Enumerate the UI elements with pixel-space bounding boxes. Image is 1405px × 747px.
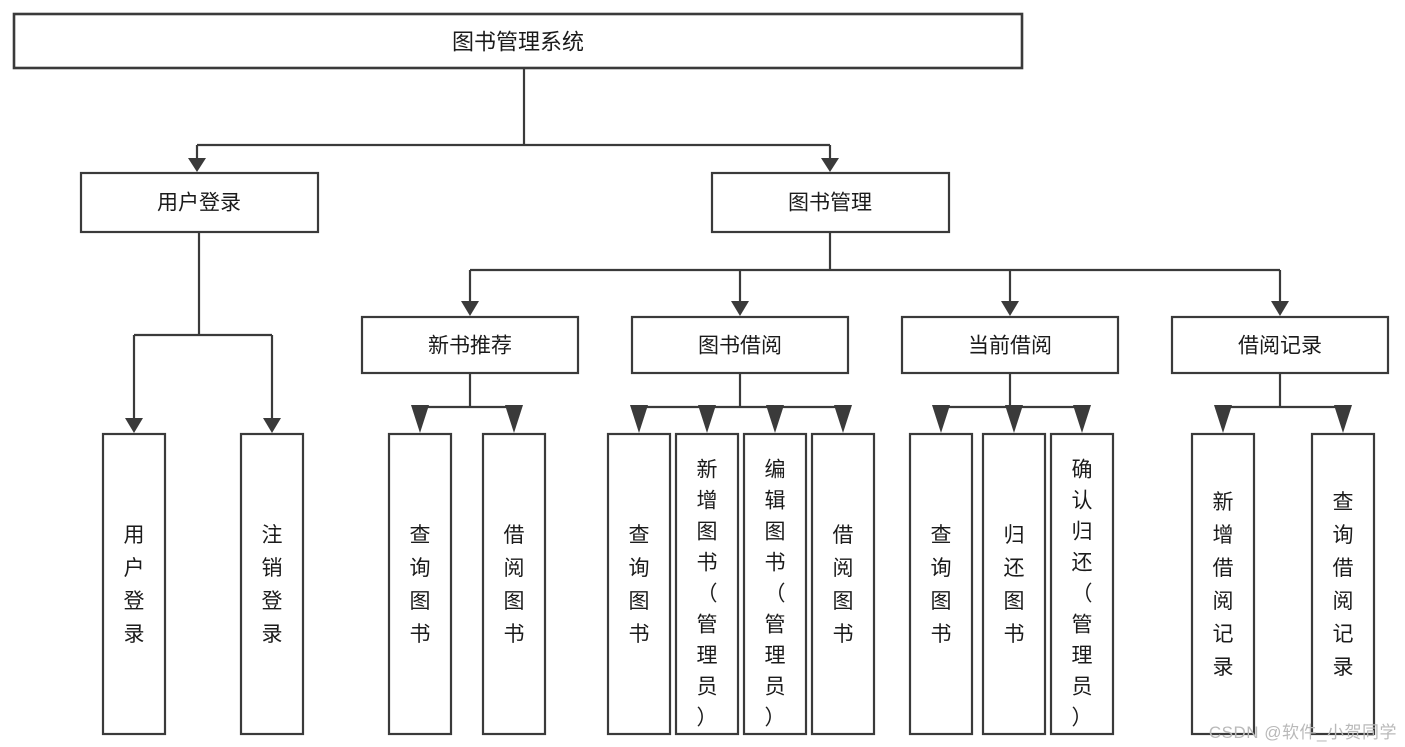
node-current-borrow-box — [900, 315, 1120, 375]
node-leaf-query-book-3-label: 查询图书 — [931, 524, 952, 646]
node-leaf-query-record-label: 查询借阅记录 — [1333, 491, 1354, 679]
arrowhead-current-borrow — [1001, 301, 1019, 316]
arrowhead-leaf-add-book — [698, 405, 716, 433]
node-borrow-record-label: 借阅记录 — [1238, 335, 1322, 358]
node-leaf-borrow-book-2[interactable]: 借阅图书 — [810, 432, 876, 736]
node-new-book-recommend[interactable]: 新书推荐 — [360, 315, 580, 375]
node-leaf-confirm-return-box — [1049, 432, 1115, 736]
node-book-manage-label: 图书管理 — [788, 192, 872, 215]
node-root-box — [12, 12, 1024, 70]
node-leaf-borrow-book-1[interactable]: 借阅图书 — [481, 432, 547, 736]
node-new-book-recommend-box — [360, 315, 580, 375]
node-current-borrow-label: 当前借阅 — [968, 335, 1052, 358]
node-leaf-query-book-1[interactable]: 查询图书 — [387, 432, 453, 736]
node-leaf-borrow-book-2-box — [810, 432, 876, 736]
arrowhead-leaf-borrow-book-1 — [505, 405, 523, 433]
node-leaf-user-logout[interactable]: 注销登录 — [239, 432, 305, 736]
arrowhead-leaf-query-book-2 — [630, 405, 648, 433]
arrowhead-leaf-edit-book — [766, 405, 784, 433]
node-leaf-add-record-box — [1190, 432, 1256, 736]
arrowhead-borrow-record — [1271, 301, 1289, 316]
node-leaf-add-record-label: 新增借阅记录 — [1213, 491, 1234, 679]
node-current-borrow[interactable]: 当前借阅 — [900, 315, 1120, 375]
node-user-login-label: 用户登录 — [157, 192, 241, 215]
node-borrow-record-box — [1170, 315, 1390, 375]
arrowhead-user-login — [188, 158, 206, 172]
node-root-label: 图书管理系统 — [452, 30, 584, 55]
node-book-borrow[interactable]: 图书借阅 — [630, 315, 850, 375]
node-leaf-add-book-box — [674, 432, 740, 736]
node-leaf-return-book-label: 归还图书 — [1004, 524, 1025, 646]
arrowhead-book-manage — [821, 158, 839, 172]
arrowhead-new-book-recommend — [461, 301, 479, 316]
node-new-book-recommend-label: 新书推荐 — [428, 335, 512, 358]
node-leaf-user-logout-label: 注销登录 — [262, 524, 283, 646]
node-user-login-box — [79, 171, 320, 234]
node-leaf-return-book-box — [981, 432, 1047, 736]
node-leaf-user-login-label: 用户登录 — [124, 524, 145, 646]
node-leaf-user-logout-box — [239, 432, 305, 736]
node-leaf-confirm-return[interactable]: 确认归还（管理员） — [1049, 432, 1115, 736]
node-leaf-query-book-2-box — [606, 432, 672, 736]
node-leaf-query-record-box — [1310, 432, 1376, 736]
node-book-borrow-label: 图书借阅 — [698, 335, 782, 358]
arrowhead-leaf-query-record — [1334, 405, 1352, 433]
node-leaf-query-book-2-label: 查询图书 — [629, 524, 650, 646]
arrowhead-leaf-user-logout — [263, 418, 281, 433]
leaf-node-layer: 用户登录 注销登录 查询图书 借阅图书 查询图书 新增图书（管理员） — [101, 432, 1376, 736]
node-book-borrow-box — [630, 315, 850, 375]
arrowhead-leaf-return-book — [1005, 405, 1023, 433]
node-root[interactable]: 图书管理系统 — [12, 12, 1024, 70]
node-leaf-query-record[interactable]: 查询借阅记录 — [1310, 432, 1376, 736]
arrowhead-book-borrow — [731, 301, 749, 316]
arrowhead-leaf-borrow-book-2 — [834, 405, 852, 433]
node-leaf-edit-book-label: 编辑图书（管理员） — [765, 458, 786, 729]
node-leaf-user-login[interactable]: 用户登录 — [101, 432, 167, 736]
connector-layer — [125, 68, 1352, 433]
arrowhead-leaf-confirm-return — [1073, 405, 1091, 433]
arrowhead-leaf-query-book-1 — [411, 405, 429, 433]
node-book-manage-box — [710, 171, 951, 234]
arrowhead-leaf-user-login — [125, 418, 143, 433]
node-leaf-borrow-book-2-label: 借阅图书 — [833, 524, 854, 646]
node-book-manage[interactable]: 图书管理 — [710, 171, 951, 234]
node-leaf-return-book[interactable]: 归还图书 — [981, 432, 1047, 736]
node-leaf-query-book-1-label: 查询图书 — [410, 524, 431, 646]
node-leaf-user-login-box — [101, 432, 167, 736]
node-leaf-add-book-label: 新增图书（管理员） — [697, 458, 718, 729]
arrowhead-leaf-query-book-3 — [932, 405, 950, 433]
node-leaf-edit-book[interactable]: 编辑图书（管理员） — [742, 432, 808, 736]
node-leaf-edit-book-box — [742, 432, 808, 736]
arrowhead-leaf-add-record — [1214, 405, 1232, 433]
node-leaf-query-book-3-box — [908, 432, 974, 736]
node-leaf-query-book-1-box — [387, 432, 453, 736]
node-leaf-borrow-book-1-label: 借阅图书 — [504, 524, 525, 646]
node-leaf-add-book[interactable]: 新增图书（管理员） — [674, 432, 740, 736]
node-leaf-confirm-return-label: 确认归还（管理员） — [1072, 458, 1093, 729]
node-borrow-record[interactable]: 借阅记录 — [1170, 315, 1390, 375]
node-leaf-query-book-3[interactable]: 查询图书 — [908, 432, 974, 736]
node-leaf-query-book-2[interactable]: 查询图书 — [606, 432, 672, 736]
node-user-login[interactable]: 用户登录 — [79, 171, 320, 234]
node-leaf-add-record[interactable]: 新增借阅记录 — [1190, 432, 1256, 736]
node-leaf-borrow-book-1-box — [481, 432, 547, 736]
